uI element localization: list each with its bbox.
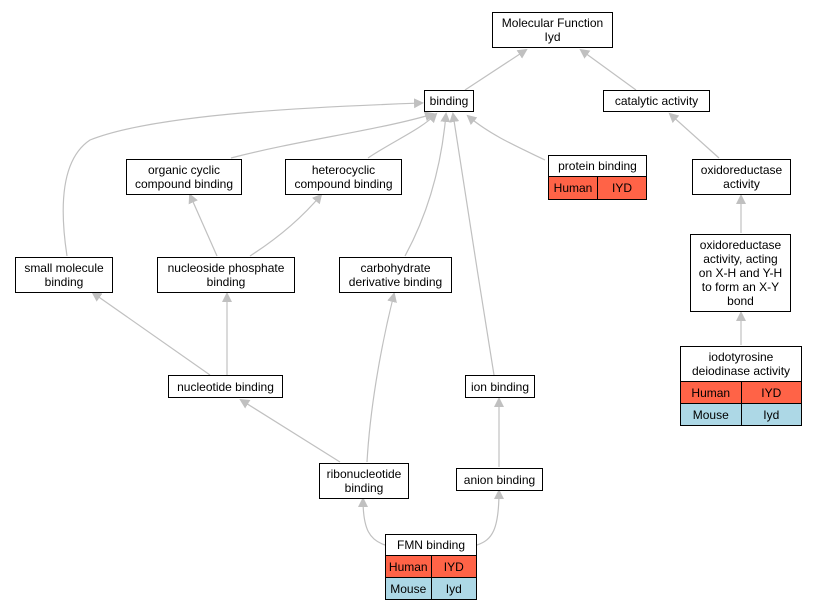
node-anion-binding[interactable]: anion binding xyxy=(456,468,543,491)
edge-carbohydrate-to-binding xyxy=(404,112,451,257)
species-label: Human xyxy=(553,181,593,195)
edge-catalytic-to-molecular-function xyxy=(579,48,637,91)
node-oxidoreductase-activity[interactable]: oxidoreductase activity xyxy=(692,159,791,195)
gene-label: Iyd xyxy=(430,578,477,599)
node-nucleotide-binding[interactable]: nucleotide binding xyxy=(168,375,283,398)
edge-small-molecule-to-binding xyxy=(62,98,424,257)
species-label: Human xyxy=(388,559,428,574)
edge-binding-to-molecular-function xyxy=(464,48,528,91)
gene-label: IYD xyxy=(430,556,477,577)
species-label: Human xyxy=(691,385,731,400)
edge-fmn-to-anion xyxy=(476,489,504,546)
node-fmn-binding[interactable]: FMN binding xyxy=(385,534,477,556)
node-nucleoside-phosphate-binding[interactable]: nucleoside phosphate binding xyxy=(157,257,295,293)
edge-ribonucleotide-to-nucleotide xyxy=(239,398,341,463)
iodotyrosine-annotation-mouse: Mouse Iyd xyxy=(680,404,802,426)
protein-binding-annotation-human: Human IYD xyxy=(548,177,647,200)
edge-heterocyclic-to-binding xyxy=(367,112,438,159)
node-molecular-function[interactable]: Molecular Function Iyd xyxy=(492,12,613,48)
species-label: Mouse xyxy=(390,581,427,596)
node-ribonucleotide-binding[interactable]: ribonucleotide binding xyxy=(319,463,409,499)
edge-oxidoreductase-to-catalytic xyxy=(668,112,720,159)
fmn-binding-annotation-mouse: Mouse Iyd xyxy=(385,578,477,600)
iodotyrosine-annotation-human: Human IYD xyxy=(680,382,802,404)
node-protein-binding[interactable]: protein binding xyxy=(548,155,647,177)
node-ion-binding[interactable]: ion binding xyxy=(465,375,535,398)
node-oxidoreductase-acting-xh-yh[interactable]: oxidoreductase activity, acting on X-H a… xyxy=(690,234,791,312)
node-carbohydrate-derivative-binding[interactable]: carbohydrate derivative binding xyxy=(339,257,452,293)
node-iodotyrosine-deiodinase-activity[interactable]: iodotyrosine deiodinase activity xyxy=(680,346,802,382)
edge-nucleoside-phosphate-to-heterocyclic xyxy=(249,193,323,257)
node-catalytic-activity[interactable]: catalytic activity xyxy=(603,90,710,112)
gene-label: IYD xyxy=(740,382,802,403)
edge-ribonucleotide-to-carbohydrate xyxy=(366,292,397,463)
edge-organic-cyclic-to-binding xyxy=(230,111,435,159)
edge-nucleotide-to-small-molecule xyxy=(91,291,211,376)
edge-protein-binding-to-binding xyxy=(466,114,546,161)
edge-ion-binding-to-binding xyxy=(449,112,495,376)
node-small-molecule-binding[interactable]: small molecule binding xyxy=(15,257,113,293)
node-organic-cyclic-compound-binding[interactable]: organic cyclic compound binding xyxy=(126,159,242,195)
edge-fmn-to-ribonucleotide xyxy=(358,497,386,546)
node-binding[interactable]: binding xyxy=(424,90,474,112)
edge-nucleoside-phosphate-to-organic-cyclic xyxy=(188,193,218,257)
species-label: Mouse xyxy=(692,407,729,422)
node-heterocyclic-compound-binding[interactable]: heterocyclic compound binding xyxy=(285,159,402,195)
gene-label: IYD xyxy=(597,177,646,199)
gene-label: Iyd xyxy=(740,404,802,425)
fmn-binding-annotation-human: Human IYD xyxy=(385,556,477,578)
